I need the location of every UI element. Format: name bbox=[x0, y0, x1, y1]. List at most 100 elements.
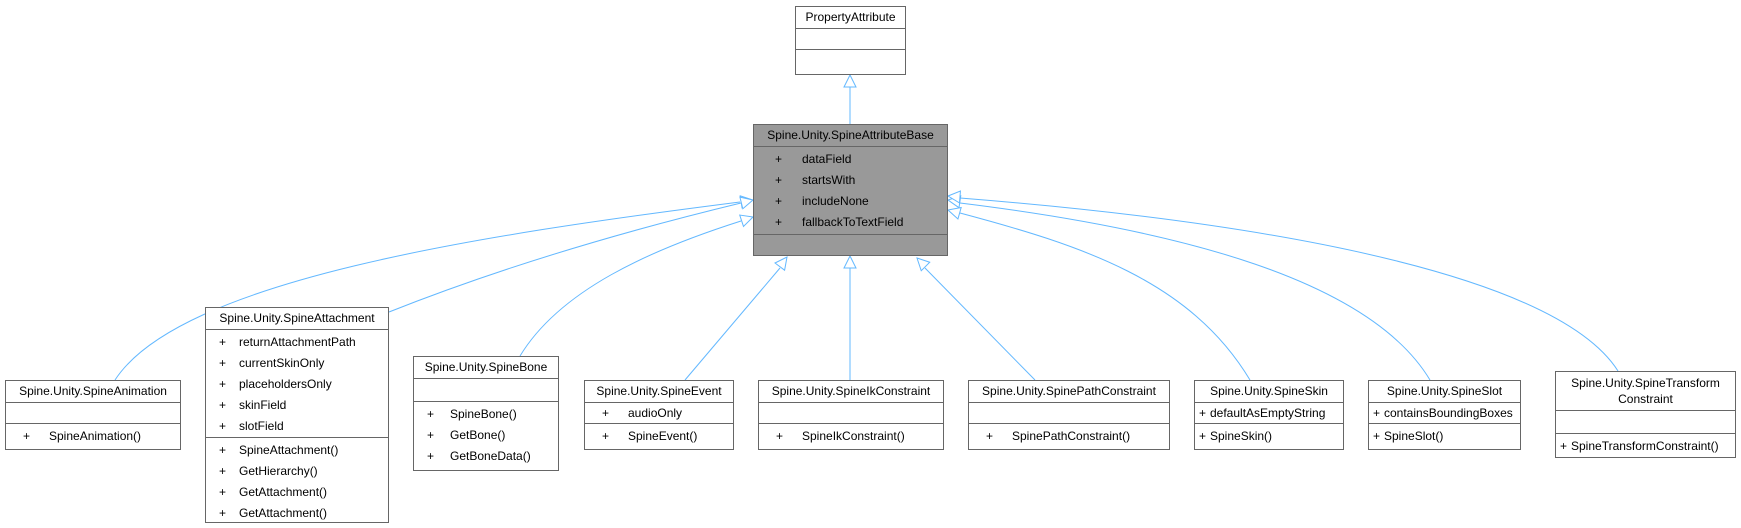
visibility-marker: + bbox=[775, 194, 783, 208]
visibility-marker: + bbox=[23, 429, 31, 443]
class-name: Spine.Unity.SpineAnimation bbox=[19, 384, 167, 398]
class-name: Spine.Unity.SpineIkConstraint bbox=[771, 384, 931, 398]
methods-section: + SpineAttachment() + GetHierarchy() + GetA… bbox=[206, 437, 388, 527]
attribute-row: +fallbackToTextField bbox=[754, 212, 947, 233]
visibility-marker: + bbox=[427, 449, 435, 463]
attributes-section bbox=[6, 402, 180, 423]
class-spine-event: Spine.Unity.SpineEvent +audioOnly + Spine… bbox=[584, 380, 734, 450]
class-spine-transform-constraint: Spine.Unity.SpineTransform Constraint +S… bbox=[1555, 371, 1736, 458]
edge-attachment-to-base bbox=[388, 202, 742, 313]
visibility-marker: + bbox=[1560, 439, 1568, 453]
visibility-marker: + bbox=[219, 506, 227, 520]
method-row: + GetHierarchy() bbox=[206, 461, 388, 482]
methods-section: + SpineEvent() bbox=[585, 423, 733, 450]
attribute-name: fallbackToTextField bbox=[802, 215, 904, 229]
inheritance-arrowhead bbox=[774, 256, 788, 272]
attributes-section bbox=[796, 28, 905, 49]
attribute-name: defaultAsEmptyString bbox=[1210, 406, 1326, 420]
class-spine-animation: Spine.Unity.SpineAnimation + SpineAnimati… bbox=[5, 380, 181, 450]
attributes-section: + dataField + startsWith + includeNone +fal… bbox=[754, 146, 947, 234]
visibility-marker: + bbox=[219, 485, 227, 499]
attributes-section bbox=[759, 402, 943, 423]
class-name: Spine.Unity.SpineEvent bbox=[596, 384, 722, 398]
method-name: SpineAttachment() bbox=[239, 443, 339, 457]
method-name: GetHierarchy() bbox=[239, 464, 318, 478]
visibility-marker: + bbox=[1199, 406, 1207, 420]
methods-section bbox=[754, 234, 947, 255]
class-name: PropertyAttribute bbox=[805, 10, 896, 24]
attribute-name: containsBoundingBoxes bbox=[1384, 406, 1513, 420]
inheritance-arrowhead bbox=[843, 73, 857, 88]
attribute-name: audioOnly bbox=[628, 406, 683, 420]
inheritance-arrowhead bbox=[738, 214, 755, 228]
attribute-name: placeholdersOnly bbox=[239, 377, 332, 391]
edge-path-to-base bbox=[924, 267, 1036, 381]
attributes-section: +containsBoundingBoxes bbox=[1369, 402, 1520, 423]
class-name: Spine.Unity.SpineSkin bbox=[1210, 384, 1328, 398]
attribute-name: startsWith bbox=[802, 173, 856, 187]
attributes-section bbox=[1556, 410, 1735, 433]
method-row: + SpineAnimation() bbox=[6, 426, 180, 447]
method-name: GetAttachment() bbox=[239, 485, 328, 499]
attribute-row: +skinField bbox=[206, 395, 388, 416]
edge-bone-to-base bbox=[519, 220, 742, 357]
methods-section: +SpinePathConstraint() bbox=[969, 423, 1169, 450]
method-row: + GetAttachment() bbox=[206, 503, 388, 524]
method-row: + GetAttachment() bbox=[206, 482, 388, 503]
methods-section: +SpineIkConstraint() bbox=[759, 423, 943, 450]
attribute-row: + startsWith bbox=[754, 170, 947, 191]
attribute-row: +currentSkinOnly bbox=[206, 353, 388, 374]
attribute-name: includeNone bbox=[802, 194, 869, 208]
method-row: +SpineTransformConstraint() bbox=[1556, 436, 1735, 457]
method-row: + SpineEvent() bbox=[585, 426, 733, 447]
method-name: SpineBone() bbox=[450, 407, 517, 421]
visibility-marker: + bbox=[775, 152, 783, 166]
attributes-section bbox=[414, 378, 558, 401]
method-name: GetBone() bbox=[450, 428, 506, 442]
attribute-name: dataField bbox=[802, 152, 852, 166]
method-name: SpineIkConstraint() bbox=[802, 429, 905, 443]
class-spine-attribute-base: Spine.Unity.SpineAttributeBase + dataFiel… bbox=[753, 124, 948, 256]
visibility-marker: + bbox=[602, 429, 610, 443]
class-spine-ik-constraint: Spine.Unity.SpineIkConstraint +SpineIkCo… bbox=[758, 380, 944, 450]
edge-skin-to-base bbox=[959, 212, 1251, 381]
attribute-name: currentSkinOnly bbox=[239, 356, 325, 370]
visibility-marker: + bbox=[775, 173, 783, 187]
visibility-marker: + bbox=[219, 398, 227, 412]
class-spine-bone: Spine.Unity.SpineBone +SpineBone() +GetB… bbox=[413, 356, 559, 471]
edge-animation-to-base bbox=[114, 201, 741, 381]
attributes-section: +audioOnly bbox=[585, 402, 733, 423]
method-row: +SpineIkConstraint() bbox=[759, 426, 943, 447]
inheritance-arrowhead bbox=[739, 196, 755, 210]
attribute-row: +audioOnly bbox=[585, 403, 733, 424]
attribute-name: slotField bbox=[239, 419, 284, 433]
visibility-marker: + bbox=[219, 464, 227, 478]
inheritance-arrowhead bbox=[843, 254, 857, 269]
inheritance-arrowhead bbox=[946, 190, 962, 204]
class-name: Spine.Unity.SpineTransform Constraint bbox=[1571, 376, 1720, 406]
methods-section: +SpineSkin() bbox=[1195, 423, 1343, 450]
class-spine-attachment: Spine.Unity.SpineAttachment +returnAttac… bbox=[205, 307, 389, 523]
attribute-row: +returnAttachmentPath bbox=[206, 332, 388, 353]
inheritance-arrowhead bbox=[916, 257, 931, 272]
attribute-row: + dataField bbox=[754, 149, 947, 170]
visibility-marker: + bbox=[1373, 406, 1381, 420]
edge-transform-to-base bbox=[959, 197, 1619, 372]
inheritance-arrowhead bbox=[946, 206, 962, 220]
method-row: +GetBone() bbox=[414, 425, 558, 446]
attribute-row: +placeholdersOnly bbox=[206, 374, 388, 395]
attributes-section: +returnAttachmentPath +currentSkinOnly +… bbox=[206, 329, 388, 437]
visibility-marker: + bbox=[219, 443, 227, 457]
edge-slot-to-base bbox=[959, 202, 1431, 381]
method-name: SpineAnimation() bbox=[49, 429, 142, 443]
class-name: Spine.Unity.SpineAttributeBase bbox=[767, 128, 934, 142]
visibility-marker: + bbox=[427, 407, 435, 421]
method-name: GetAttachment() bbox=[239, 506, 328, 520]
methods-section: +SpineTransformConstraint() bbox=[1556, 433, 1735, 460]
method-row: + SpineBone() bbox=[414, 404, 558, 425]
class-spine-skin: Spine.Unity.SpineSkin +defaultAsEmptyStr… bbox=[1194, 380, 1344, 450]
method-name: SpineEvent() bbox=[628, 429, 698, 443]
methods-section: +SpineSlot() bbox=[1369, 423, 1520, 450]
methods-section: +SpineBone() +GetBone() +GetBoneData() bbox=[414, 401, 558, 470]
visibility-marker: + bbox=[1199, 429, 1207, 443]
